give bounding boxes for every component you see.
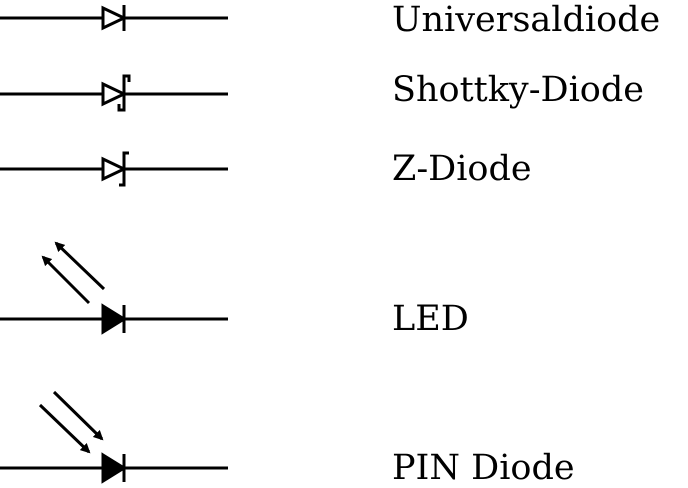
led-emission-arrow-lower (41, 255, 91, 305)
led-symbol (0, 241, 228, 335)
label-pin-diode: PIN Diode (392, 448, 575, 488)
zener-diode-symbol (0, 151, 228, 187)
label-zener-diode: Z-Diode (392, 149, 532, 189)
label-universal-diode: Universaldiode (392, 0, 661, 40)
pin-incident-arrow-upper (52, 390, 104, 441)
pin-diode-symbol (0, 390, 228, 484)
schottky-diode-symbol (0, 74, 228, 112)
universal-diode-symbol (0, 5, 228, 31)
led-emission-arrow-upper (54, 241, 106, 291)
label-led: LED (392, 299, 469, 339)
pin-incident-arrow-lower (38, 403, 91, 454)
label-schottky-diode: Shottky-Diode (392, 70, 644, 110)
